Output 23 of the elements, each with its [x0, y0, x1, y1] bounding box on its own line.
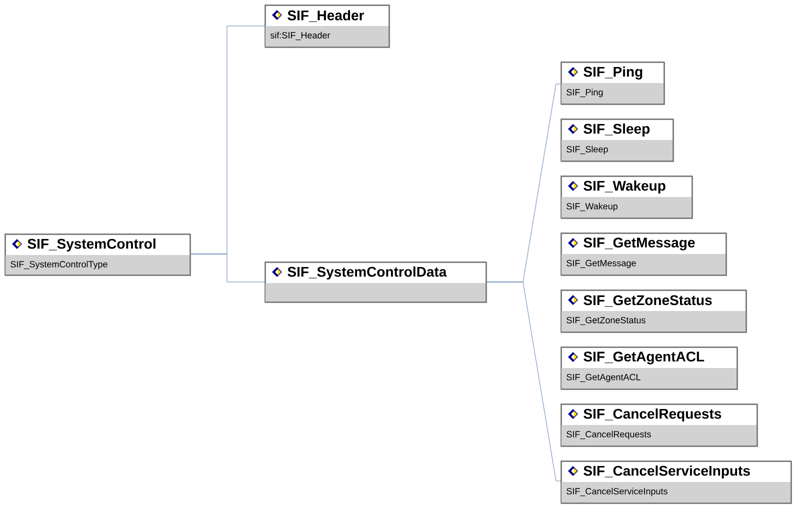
element-name: SIF_GetMessage [584, 238, 695, 250]
type-name: SIF_CancelServiceInputs [566, 488, 668, 496]
element-name: SIF_Sleep [584, 123, 650, 137]
type-name: SIF_Sleep [566, 146, 608, 154]
connector-line [486, 282, 562, 482]
type-name: SIF_SystemControlType [10, 260, 108, 270]
element-name: SIF_Wakeup [584, 180, 666, 194]
type-name: SIF_Ping [566, 88, 603, 98]
element-name: SIF_CancelRequests [584, 408, 722, 422]
element-name: SIF_Ping [584, 66, 642, 80]
type-name: sif:SIF_Header [270, 32, 330, 40]
element-name: SIF_Header [288, 10, 364, 22]
type-name: SIF_GetMessage [566, 260, 636, 268]
type-name: SIF_GetZoneStatus [566, 316, 646, 326]
element-name: SIF_SystemControl [28, 238, 156, 252]
type-name: SIF_Wakeup [566, 202, 618, 212]
element-name: SIF_SystemControlData [288, 266, 447, 280]
type-name: SIF_CancelRequests [566, 430, 651, 440]
element-name: SIF_GetAgentACL [584, 352, 704, 364]
element-name: SIF_CancelServiceInputs [584, 465, 750, 479]
element-name: SIF_GetZoneStatus [584, 295, 712, 307]
connector-line [190, 254, 266, 282]
type-name: SIF_GetAgentACL [566, 374, 640, 382]
